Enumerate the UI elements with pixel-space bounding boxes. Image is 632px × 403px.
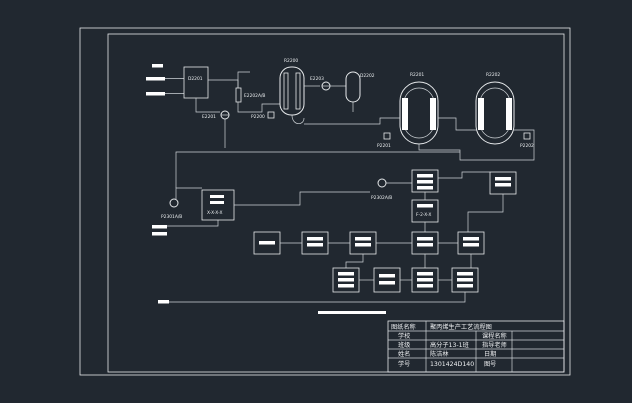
label-d2202: D2202 xyxy=(360,73,375,79)
output-tag xyxy=(158,300,169,304)
equip-box-m2 xyxy=(301,231,329,255)
equip-box-a xyxy=(411,169,439,193)
tb-date-label: 日期 xyxy=(484,350,496,358)
line-b-down xyxy=(467,194,504,232)
label-e2202ab: E2202A/B xyxy=(244,93,265,99)
scale-bar xyxy=(318,311,386,314)
tb-id-label: 学号 xyxy=(398,360,410,368)
label-flash: X-X-X-X xyxy=(207,210,222,216)
loop-reactor-r2201 xyxy=(399,81,439,145)
line-d2201-e2202 xyxy=(208,79,239,88)
label-r2202: R2202 xyxy=(486,72,500,78)
tb-id-value: 1301424D140 xyxy=(430,361,474,368)
outer-frame xyxy=(79,27,571,376)
reactor-r2200 xyxy=(279,66,305,124)
line-left-tags xyxy=(167,220,219,227)
equip-box-m4 xyxy=(411,231,439,255)
inner-frame xyxy=(107,33,565,373)
label-p2201: P2201 xyxy=(377,143,391,149)
tb-name-label: 姓名 xyxy=(398,350,410,358)
instrument-p2201 xyxy=(383,132,391,140)
instrument-p2202 xyxy=(523,132,531,140)
tb-school-label: 学校 xyxy=(398,332,410,340)
tb-course-label: 课程名称 xyxy=(482,332,507,340)
label-e2201: E2201 xyxy=(202,114,216,120)
label-p2301ab: P2301A/B xyxy=(161,214,182,220)
equip-box-c: F-2-X-X xyxy=(411,199,439,223)
title-block: 图纸名称 聚丙烯生产工艺流程图 学校 课程名称 班级 高分子13-1班 指导老师… xyxy=(387,320,565,373)
feed-lines xyxy=(165,78,184,94)
exchanger-e2202ab xyxy=(235,87,242,103)
line-r2201-r2202 xyxy=(438,117,476,131)
label-r2200: R2200 xyxy=(284,58,298,64)
label-r2201: R2201 xyxy=(410,72,424,78)
line-r2202-out xyxy=(514,129,535,150)
tb-class-label: 班级 xyxy=(398,341,410,349)
line-m3-down xyxy=(345,254,364,268)
label-d2201: D2201 xyxy=(188,76,203,82)
equip-box-b4 xyxy=(451,267,479,293)
label-p2302ab: P2302A/B xyxy=(371,195,392,201)
tag-left-2 xyxy=(152,232,167,236)
line-a-b xyxy=(438,171,490,179)
line-d2201-down xyxy=(195,98,220,113)
line-e2202-r2200 xyxy=(237,102,280,113)
label-p2202: P2202 xyxy=(520,143,534,149)
tag-left-1 xyxy=(152,225,167,229)
line-e2202-top xyxy=(237,71,250,88)
tb-class-value: 高分子13-1班 xyxy=(430,341,469,349)
tank-d2201 xyxy=(183,66,209,99)
pump-p2302ab xyxy=(377,178,387,188)
line-p2301 xyxy=(175,187,202,199)
line-output xyxy=(169,292,466,303)
equip-box-m3 xyxy=(349,231,377,255)
label-p2200: P2200 xyxy=(251,114,265,120)
equip-box-b xyxy=(489,171,517,195)
line-flash-right xyxy=(234,191,370,206)
equip-box-b3 xyxy=(411,267,439,293)
instrument-p2200 xyxy=(267,111,275,119)
line-r2200-r2201 xyxy=(304,117,400,125)
tb-advisor-label: 指导老师 xyxy=(482,341,507,349)
label-e2203: E2203 xyxy=(310,76,324,82)
loop-reactor-r2202 xyxy=(475,81,515,145)
equip-box-m1 xyxy=(253,231,281,255)
equip-box-b1 xyxy=(332,267,360,293)
feed-tags xyxy=(146,64,165,96)
vessel-d2202 xyxy=(345,71,361,103)
line-r2201-loop-bottom xyxy=(418,144,535,161)
svg-text:F-2-X-X: F-2-X-X xyxy=(416,212,431,218)
tb-drawing-no-label: 图号 xyxy=(484,361,496,368)
tb-drawing-name-label: 图纸名称 xyxy=(391,323,416,331)
equip-box-m5 xyxy=(457,231,485,255)
equip-box-b2 xyxy=(373,267,401,293)
pump-p2301ab xyxy=(169,198,179,208)
tb-name-value: 陈洁林 xyxy=(430,350,449,358)
line-return-left xyxy=(175,151,460,188)
tb-drawing-name-value: 聚丙烯生产工艺流程图 xyxy=(430,323,492,331)
